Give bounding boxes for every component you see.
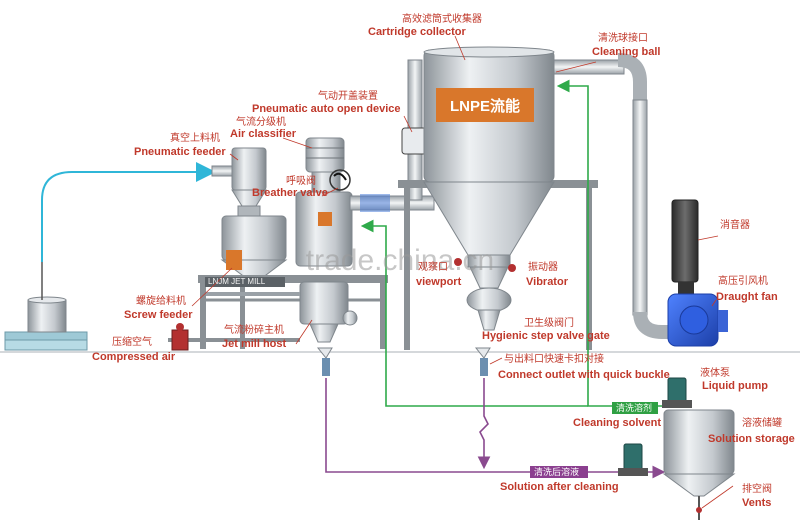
label-screw-zh: 螺旋给料机 [136, 294, 186, 307]
label-cleaning-ball-zh: 清洗球接口 [598, 31, 648, 44]
return-pump [618, 443, 648, 476]
solvent-tag-text: 清洗溶剂 [616, 402, 652, 414]
label-cleaning-ball-en: Cleaning ball [592, 46, 660, 58]
label-outlet-zh: 与出料口快速卡扣对接 [504, 352, 604, 365]
label-valve-gate-en: Hygienic step valve gate [482, 330, 610, 342]
label-silencer-zh: 消音器 [720, 218, 750, 231]
label-feeder-zh: 真空上料机 [170, 131, 220, 144]
label-solvent-en: Cleaning solvent [573, 417, 661, 429]
label-auto-open-en: Pneumatic auto open device [252, 103, 401, 115]
label-viewport-en: viewport [416, 276, 462, 288]
pneumatic-feeder [211, 147, 267, 217]
label-jetmill-zh: 气流粉碎主机 [224, 323, 284, 336]
brand-logo-text: LNPE流能 [450, 97, 520, 115]
air-classifier [295, 137, 353, 267]
vent-valve-icon [696, 507, 702, 513]
label-storage-en: Solution storage [708, 433, 795, 445]
label-vibrator-en: Vibrator [526, 276, 569, 288]
label-compressed-zh: 压缩空气 [112, 335, 152, 348]
vibrator-icon [508, 264, 516, 272]
valve-gate [466, 287, 512, 313]
label-screw-en: Screw feeder [124, 309, 193, 321]
breather-valve-icon [329, 169, 351, 191]
label-storage-zh: 溶液储罐 [742, 416, 782, 429]
feed-flow-arrow [41, 162, 216, 262]
label-breather-en: Breather valve [252, 187, 328, 199]
label-outlet-en: Connect outlet with quick buckle [498, 369, 670, 381]
after-tag: 清洗后溶液 [530, 466, 588, 478]
exhaust-pipe [553, 53, 672, 339]
label-valve-gate-zh: 卫生级阀门 [524, 316, 574, 329]
label-jetmill-en: Jet mill host [222, 338, 287, 350]
brand-logo [436, 88, 534, 122]
label-classifier-zh: 气流分级机 [236, 115, 286, 128]
leader-lines [191, 35, 734, 509]
label-classifier-en: Air classifier [230, 128, 297, 140]
label-pump-en: Liquid pump [702, 380, 768, 392]
solution-storage-tank [662, 409, 736, 520]
label-cartridge-zh: 高效滤筒式收集器 [402, 12, 482, 25]
label-viewport-zh: 观察口 [418, 260, 448, 273]
label-pump-zh: 液体泵 [700, 366, 730, 379]
label-after-en: Solution after cleaning [500, 481, 619, 493]
jet-mill-host [206, 281, 358, 343]
label-draught-en: Draught fan [716, 291, 778, 303]
transfer-pipe [349, 59, 435, 212]
raw-material-drum [4, 262, 88, 351]
compressed-air-line [168, 323, 300, 351]
draught-fan [667, 199, 728, 347]
label-feeder-en: Pneumatic feeder [134, 146, 226, 158]
mill-frame [198, 275, 388, 349]
solvent-tag: 清洗溶剂 [612, 402, 658, 414]
label-vents-zh: 排空阀 [742, 482, 772, 495]
label-cartridge-en: Cartridge collector [368, 26, 467, 38]
label-auto-open-zh: 气动开盖装置 [318, 89, 378, 102]
frame-plate-text: LNJM JET MILL [208, 277, 266, 286]
label-vibrator-zh: 振动器 [528, 260, 558, 273]
cartridge-collector: LNPE流能 [423, 46, 555, 331]
screw-feeder [220, 215, 288, 279]
liquid-pump [662, 377, 692, 408]
air-valve-icon [171, 329, 189, 351]
label-draught-zh: 高压引风机 [718, 274, 768, 287]
label-compressed-en: Compressed air [92, 351, 176, 363]
label-vents-en: Vents [742, 497, 771, 509]
label-breather-zh: 呼吸阀 [286, 174, 316, 187]
watermark: trade.china.cn [306, 244, 494, 277]
discharge-funnels [316, 347, 491, 376]
after-tag-text: 清洗后溶液 [534, 466, 579, 478]
viewport-icon [454, 258, 462, 266]
silencer [671, 199, 699, 283]
